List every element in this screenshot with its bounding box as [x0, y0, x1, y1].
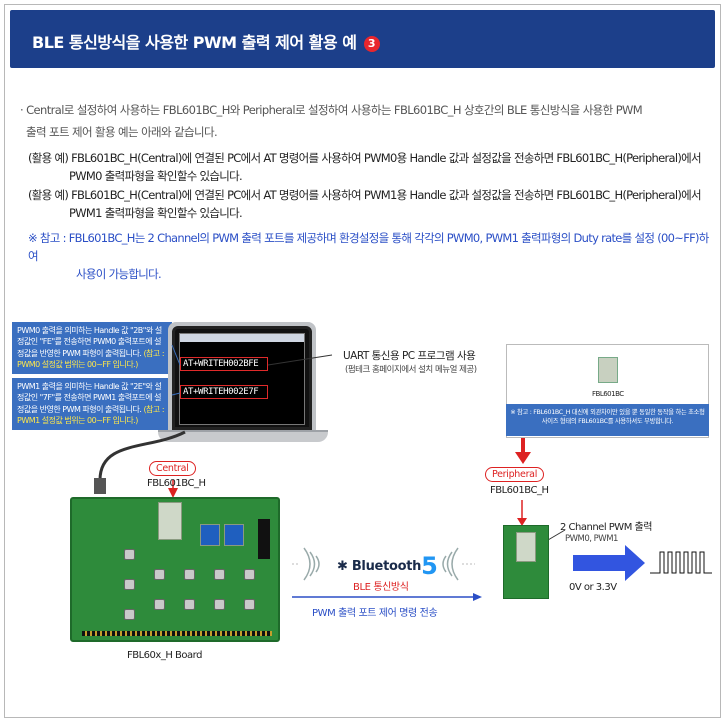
callout-pwm1: PWM1 출력을 의미하는 Handle 값 "2E"와 설정값인 "7F"를 …: [12, 378, 172, 430]
fbl601bc-module-image: [598, 357, 618, 383]
bluetooth-logo: ✱ Bluetooth5: [337, 552, 438, 580]
callout-pwm1-pointer: [171, 392, 181, 396]
example-1-line-2: PWM0 출력파형을 확인할수 있습니다.: [69, 169, 243, 183]
peripheral-badge: Peripheral: [485, 467, 545, 482]
board-button: [214, 599, 225, 610]
intro-paragraph: · Central로 설정하여 사용하는 FBL601BC_H와 Periphe…: [20, 99, 710, 143]
peripheral-pointer-arrow: [517, 518, 527, 526]
ble-command-label: PWM 출력 포트 제어 명령 전송: [312, 608, 438, 619]
board-button: [184, 599, 195, 610]
usb-plug: [94, 478, 106, 494]
central-device-label: FBL601BC_H: [147, 478, 206, 489]
note-line-1: ※ 참고 : FBL601BC_H는 2 Channel의 PWM 출력 포트를…: [28, 231, 709, 263]
board-side-connector: [258, 519, 270, 559]
uart-pointer-line: [267, 354, 333, 366]
example-2-line-2: PWM1 출력파형을 확인할수 있습니다.: [69, 206, 243, 220]
board-switch: [200, 524, 220, 546]
central-ble-module: [158, 502, 182, 540]
pwm-pointer-line: [547, 529, 566, 541]
section-header: BLE 통신방식을 사용한 PWM 출력 제어 활용 예 3: [10, 10, 715, 68]
example-1-line-1: (활용 예) FBL601BC_H(Central)에 연결된 PC에서 AT …: [28, 151, 702, 165]
board-button: [244, 599, 255, 610]
bluetooth-rune-icon: ✱: [337, 559, 348, 574]
board-switch: [224, 524, 244, 546]
terminal-window: [179, 333, 305, 425]
callout-pwm1-highlight: (참고 : PWM1 설정값 범위는 00~FF 입니다.): [17, 404, 165, 426]
board-button: [124, 579, 135, 590]
board-pin-header: [82, 631, 272, 636]
section-title: BLE 통신방식을 사용한 PWM 출력 제어 활용 예 3: [32, 29, 380, 53]
pwm-output-arrow: [573, 545, 645, 581]
pwm-output-voltage: 0V or 3.3V: [569, 582, 617, 593]
page-frame: [4, 4, 721, 718]
board-button: [244, 569, 255, 580]
board-label: FBL60x_H Board: [127, 650, 202, 661]
wireless-waves-left: [303, 547, 320, 581]
fbl601bc-label: FBL601BC: [592, 390, 624, 398]
central-badge: Central: [149, 461, 196, 476]
pwm-waveform: [650, 551, 712, 574]
section-number-badge: 3: [363, 36, 380, 52]
board-button: [214, 569, 225, 580]
board-button: [184, 569, 195, 580]
uart-subtitle: (펌테크 홈페이지에서 설치 메뉴얼 제공): [345, 365, 477, 375]
peripheral-note: ※ 참고 : FBL601BC_H 대신에 외관차이만 있을 뿐 동일한 동작을…: [506, 404, 709, 436]
example-2: (활용 예) FBL601BC_H(Central)에 연결된 PC에서 AT …: [28, 186, 718, 222]
board-button: [124, 609, 135, 620]
pwm-output-title: 2 Channel PWM 출력: [560, 522, 652, 533]
peripheral-ble-module: [516, 532, 536, 562]
example-2-line-1: (활용 예) FBL601BC_H(Central)에 연결된 PC에서 AT …: [28, 188, 702, 202]
bluetooth-logo-text: Bluetooth: [351, 559, 422, 574]
board-button: [154, 599, 165, 610]
peripheral-board: [503, 525, 549, 599]
wireless-waves-right: [442, 547, 459, 581]
laptop-base: [158, 430, 328, 442]
callout-pwm0: PWM0 출력을 의미하는 Handle 값 "2B"와 설정값인 "FE"를 …: [12, 322, 172, 374]
callout-pwm0-pointer: [171, 344, 181, 366]
callout-pwm0-text: PWM0 출력을 의미하는 Handle 값 "2B"와 설정값인 "FE"를 …: [17, 326, 162, 358]
board-button: [124, 549, 135, 560]
intro-line-1: · Central로 설정하여 사용하는 FBL601BC_H와 Periphe…: [20, 103, 643, 117]
terminal-title-bar: [180, 334, 304, 342]
central-pointer-arrow: [168, 488, 178, 498]
callout-pwm1-text: PWM1 출력을 의미하는 Handle 값 "2E"와 설정값인 "7F"를 …: [17, 382, 162, 414]
note-paragraph: ※ 참고 : FBL601BC_H는 2 Channel의 PWM 출력 포트를…: [28, 229, 718, 283]
note-line-2: 사용이 가능합니다.: [76, 267, 162, 281]
callout-pwm0-highlight: (참고 : PWM0 설정값 범위는 00~FF 입니다.): [17, 348, 165, 370]
terminal-command-2: AT+WRITEH002E7F: [180, 385, 268, 399]
central-board: [70, 497, 280, 642]
uart-title: UART 통신용 PC 프로그램 사용: [343, 350, 476, 362]
example-1: (활용 예) FBL601BC_H(Central)에 연결된 PC에서 AT …: [28, 149, 718, 185]
usb-cable: [98, 430, 186, 481]
intro-line-2: 출력 포트 제어 활용 예는 아래와 같습니다.: [26, 125, 218, 139]
board-button: [154, 569, 165, 580]
terminal-command-1: AT+WRITEH002BFE: [180, 357, 268, 371]
peripheral-device-label: FBL601BC_H: [490, 485, 549, 496]
section-title-text: BLE 통신방식을 사용한 PWM 출력 제어 활용 예: [32, 33, 357, 52]
ble-method-label: BLE 통신방식: [353, 582, 409, 593]
bluetooth-version: 5: [421, 552, 438, 580]
pwm-output-channels: PWM0, PWM1: [565, 534, 618, 544]
